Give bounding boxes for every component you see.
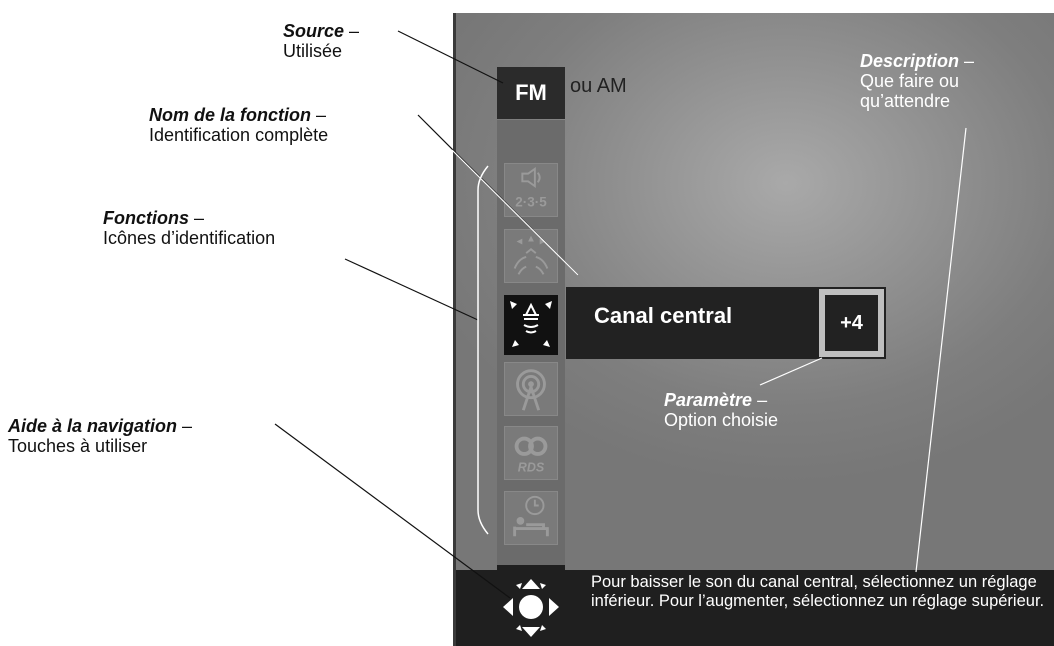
- functions-callout-title: Fonctions: [103, 208, 189, 228]
- navigation-pad[interactable]: [497, 565, 565, 646]
- parameter-callout-title: Paramètre: [664, 390, 753, 410]
- description-text: Pour baisser le son du canal central, sé…: [591, 573, 1045, 610]
- functions-callout-desc: Icônes d’identification: [103, 228, 276, 248]
- parameter-value: +4: [825, 295, 878, 351]
- rds-icon[interactable]: RDS: [504, 426, 558, 480]
- source-callout: Source – Utilisée: [283, 21, 360, 61]
- source-callout-title: Source: [283, 21, 345, 41]
- navigation-keys-icon: [503, 579, 559, 637]
- description-callout-title: Description: [860, 51, 960, 71]
- description-callout-desc-2: qu’attendre: [860, 91, 951, 111]
- parameter-callout-desc: Option choisie: [664, 410, 779, 430]
- sleep-timer-icon[interactable]: [504, 491, 558, 545]
- svg-text:2·3·5: 2·3·5: [515, 194, 547, 209]
- parameter-callout: Paramètre – Option choisie: [664, 390, 779, 430]
- source-indicator: FM: [497, 67, 565, 119]
- source-alternative: ou AM: [570, 75, 627, 97]
- svg-text:RDS: RDS: [518, 460, 545, 474]
- navigation-callout: Aide à la navigation – Touches à utilise…: [8, 416, 193, 456]
- source-callout-desc: Utilisée: [283, 41, 343, 61]
- center-channel-icon[interactable]: [504, 295, 558, 355]
- functions-callout: Fonctions – Icônes d’identification: [103, 208, 276, 248]
- description-callout: Description – Que faire ou qu’attendre: [860, 51, 975, 111]
- navigation-callout-desc: Touches à utiliser: [8, 436, 148, 456]
- function-name-callout: Nom de la fonction – Identification comp…: [149, 105, 329, 145]
- function-name-callout-desc: Identification complète: [149, 125, 329, 145]
- speaker-2-3-5-icon[interactable]: 2·3·5: [504, 163, 558, 217]
- surround-speakers-icon[interactable]: [504, 229, 558, 283]
- parameter-box[interactable]: +4: [819, 289, 884, 357]
- antenna-icon[interactable]: [504, 362, 558, 416]
- navigation-callout-title: Aide à la navigation: [8, 416, 178, 436]
- description-callout-desc-1: Que faire ou: [860, 71, 960, 91]
- screen-border: [453, 13, 456, 646]
- function-name-callout-title: Nom de la fonction: [149, 105, 311, 125]
- function-name: Canal central: [594, 303, 733, 328]
